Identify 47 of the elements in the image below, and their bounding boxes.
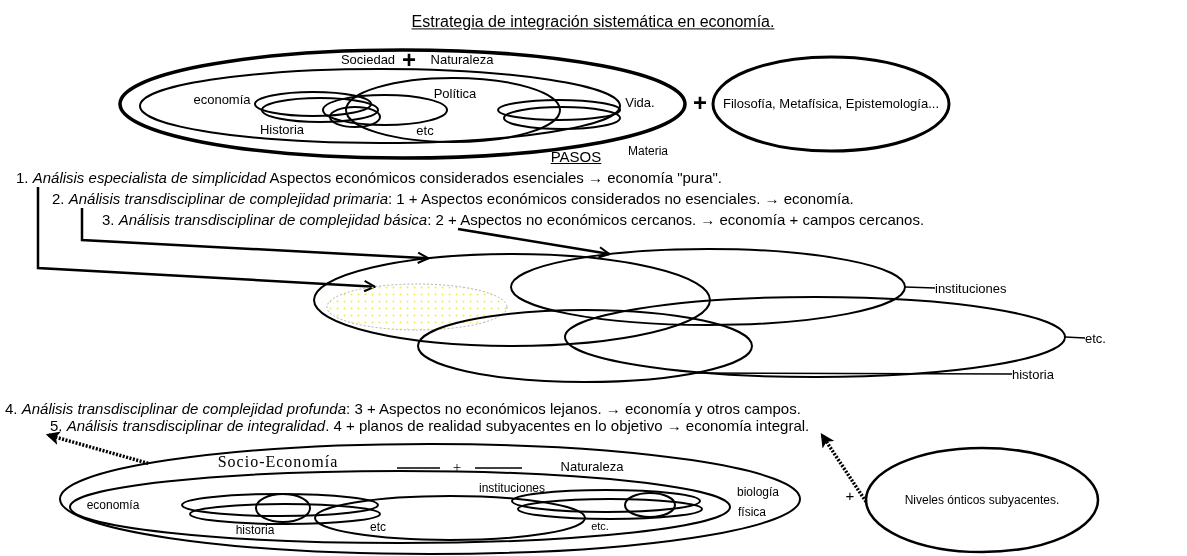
arrow xyxy=(45,431,149,466)
ellipse xyxy=(713,57,949,151)
node-text: 5. Análisis transdisciplinar de integralidad. 4 + planos de realidad subyacentes en lo objetivo → economía integral. xyxy=(50,417,810,434)
arrow xyxy=(80,208,430,264)
ellipse xyxy=(565,297,1065,377)
node-text: instituciones xyxy=(935,281,1007,296)
leader-line xyxy=(1064,336,1086,339)
ellipse xyxy=(866,448,1098,552)
node-text: física xyxy=(738,504,766,520)
node-text: Naturaleza xyxy=(430,52,494,68)
ellipse xyxy=(60,444,800,554)
node-text: Historia xyxy=(259,122,305,138)
ellipse xyxy=(418,310,752,382)
node-text: etc xyxy=(416,123,434,139)
plus-sign: + xyxy=(693,88,707,118)
ellipse xyxy=(511,249,905,325)
step-text: 4. Análisis transdisciplinar de complejidad profunda: 3 + Aspectos no económicos lejanos. → economía y otros campos. xyxy=(5,400,801,418)
node-text: Política xyxy=(433,86,477,102)
node-text: etc. xyxy=(1085,331,1106,346)
node-text: Niveles ónticos subyacentes. xyxy=(904,492,1060,508)
arrow xyxy=(820,433,868,503)
node-text: 1. Análisis especialista de simplicidad Aspectos económicos considerados esenciales → economía "pura". xyxy=(16,169,723,186)
node-text: historia xyxy=(235,522,275,538)
node-text: Socio-Economía xyxy=(217,452,339,472)
arrow xyxy=(457,227,611,259)
node-text: biología xyxy=(737,484,779,500)
node-text: etc. xyxy=(591,520,609,534)
leader-line xyxy=(904,286,936,289)
node-text: Filosofía, Metafísica, Epistemología... xyxy=(723,96,939,112)
node-text: 2. Análisis transdisciplinar de complejidad primaria: 1 + Aspectos económicos considerados no esenciales. → economía. xyxy=(52,190,854,207)
plus-sign: + xyxy=(452,458,462,476)
diagram-title: Estrategia de integración sistemática en economía. xyxy=(411,12,775,32)
node-text: economía xyxy=(86,497,140,513)
plus-sign: + xyxy=(845,487,855,505)
node-text: 3. Análisis transdisciplinar de complejidad básica: 2 + Aspectos no económicos cercanos. → economía + campos cercanos. xyxy=(102,211,925,228)
node-text: Sociedad xyxy=(340,52,396,68)
plus-sign: + xyxy=(402,45,416,75)
node-text: economía xyxy=(193,92,251,108)
ellipse xyxy=(314,254,710,346)
node-caption: Materia xyxy=(628,143,668,159)
node-text: etc xyxy=(370,519,386,535)
node-text: Vida. xyxy=(625,95,655,111)
node-text: historia xyxy=(1012,367,1054,382)
section-heading: PASOS xyxy=(550,148,602,166)
dotted-ellipse xyxy=(327,284,507,330)
node-text: instituciones xyxy=(479,480,545,496)
node-text: Naturaleza xyxy=(560,459,624,475)
